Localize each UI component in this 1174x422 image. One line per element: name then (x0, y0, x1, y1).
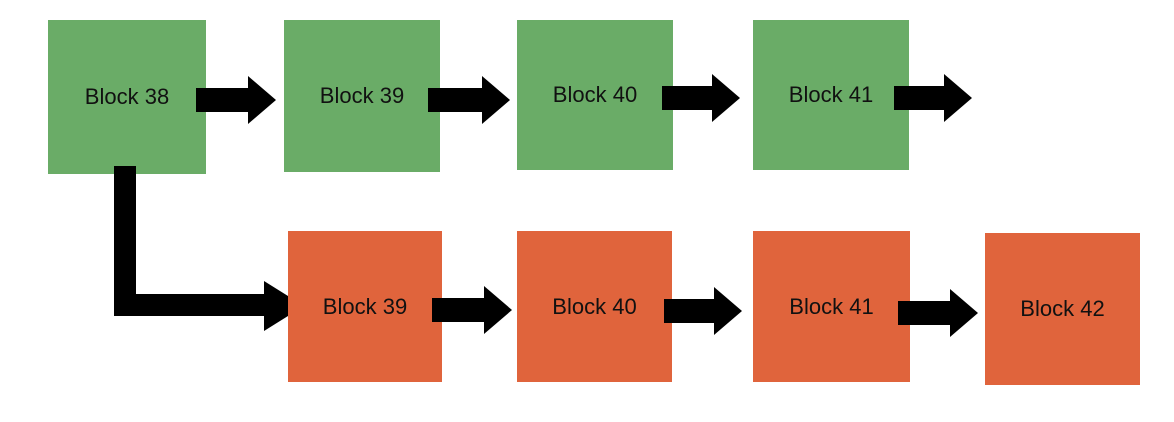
arrow-shaft (662, 86, 712, 110)
arrow-shaft (428, 88, 482, 112)
fork-connector-horizontal (114, 294, 266, 316)
arrow-shaft (898, 301, 950, 325)
block-label: Block 39 (322, 293, 408, 319)
arrow-right-icon (662, 74, 740, 122)
arrow-head (484, 286, 512, 334)
arrow-head (712, 74, 740, 122)
arrow-head (714, 287, 742, 335)
arrow-right-icon (432, 286, 512, 334)
arrow-shaft (196, 88, 248, 112)
main-chain-block-40: Block 40 (517, 20, 673, 170)
main-chain-block-41: Block 41 (753, 20, 909, 170)
block-label: Block 41 (788, 82, 874, 107)
block-label: Block 42 (1020, 296, 1105, 321)
arrow-shaft (664, 299, 714, 323)
fork-chain-block-40: Block 40 (517, 231, 672, 382)
arrow-head (248, 76, 276, 124)
block-label: Block 39 (319, 83, 405, 108)
fork-connector-vertical (114, 166, 136, 316)
arrow-right-icon (898, 289, 978, 337)
arrow-right-icon (894, 74, 972, 122)
block-label: Block 40 (552, 293, 637, 319)
main-chain-block-38: Block 38 (48, 20, 206, 174)
fork-chain-block-42: Block 42 (985, 233, 1140, 385)
arrow-head (950, 289, 978, 337)
block-label: Block 40 (552, 82, 638, 107)
block-label: Block 38 (84, 84, 170, 109)
fork-chain-block-39: Block 39 (288, 231, 442, 382)
arrow-right-icon (664, 287, 742, 335)
arrow-shaft (432, 298, 484, 322)
main-chain-block-39: Block 39 (284, 20, 440, 172)
arrow-head (944, 74, 972, 122)
arrow-shaft (894, 86, 944, 110)
fork-chain-block-41: Block 41 (753, 231, 910, 382)
block-label: Block 41 (789, 293, 874, 319)
arrow-right-icon (196, 76, 276, 124)
arrow-right-icon (428, 76, 510, 124)
arrow-head (482, 76, 510, 124)
